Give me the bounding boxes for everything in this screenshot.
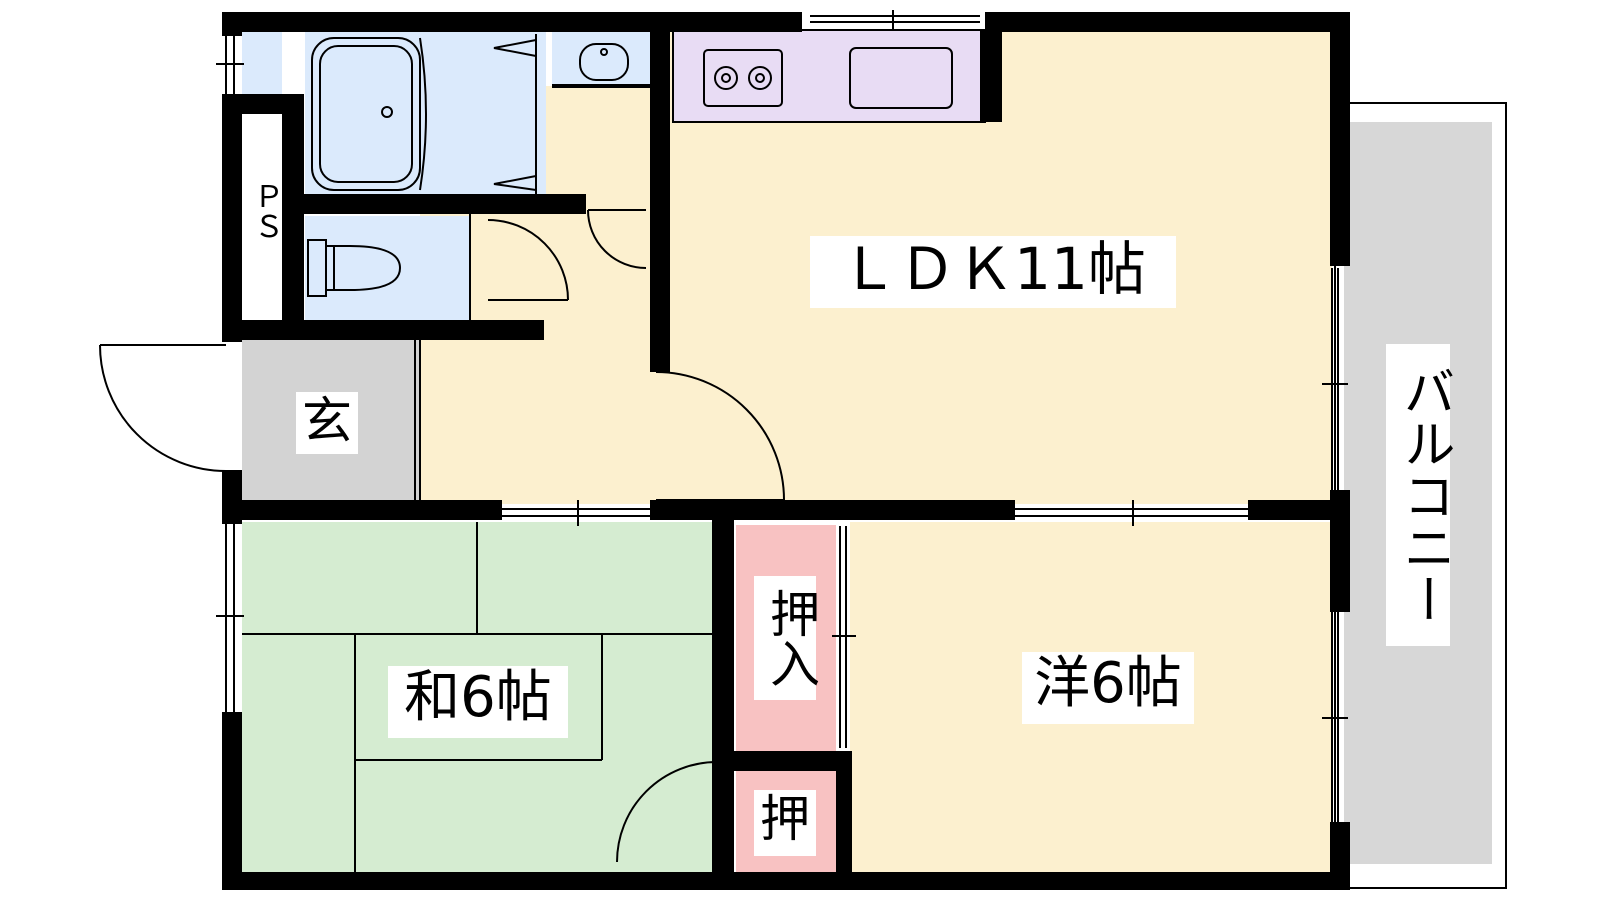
toilet-floor bbox=[305, 216, 470, 322]
toilet-icon bbox=[307, 239, 402, 297]
washbasin-floor bbox=[552, 30, 652, 86]
closet-label-small: 押 bbox=[754, 790, 816, 856]
walls bbox=[222, 12, 1350, 890]
bath-doors bbox=[414, 34, 537, 504]
room-label-entrance: 玄 bbox=[296, 392, 358, 454]
room-label-japanese: 和6帖 bbox=[388, 666, 568, 738]
tatami-lines bbox=[242, 522, 712, 874]
room-label-western: 洋6帖 bbox=[1022, 652, 1194, 724]
room-label-pipe-space: ＰＳ bbox=[246, 178, 283, 244]
stove-icon bbox=[703, 49, 783, 107]
room-label-ldk: ＬＤＫ11帖 bbox=[810, 236, 1176, 308]
closet-label-large: 押入 bbox=[754, 576, 820, 700]
bathtub-icon bbox=[311, 37, 427, 191]
sink-icon bbox=[849, 47, 953, 109]
window-marks bbox=[216, 10, 1348, 822]
washbasin-icon bbox=[579, 43, 629, 81]
balcony-label: バルコニー bbox=[1386, 344, 1454, 646]
storage-floor bbox=[242, 30, 282, 94]
